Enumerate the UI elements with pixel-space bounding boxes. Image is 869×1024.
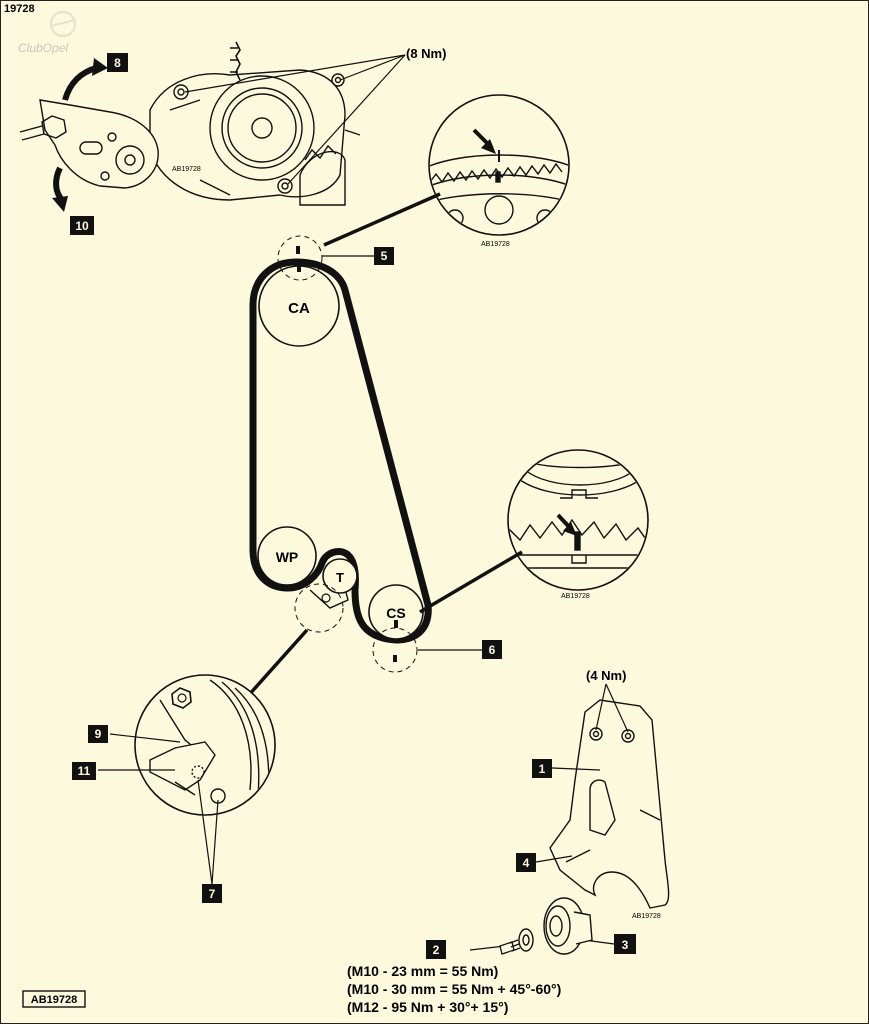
timing-marks (277, 235, 418, 673)
callout-8: 8 (107, 53, 128, 72)
hex-nut-icon (171, 687, 192, 709)
torque-cover-bolts: (4 Nm) (586, 668, 626, 683)
svg-text:3: 3 (622, 938, 629, 952)
svg-text:6: 6 (489, 643, 496, 657)
callout-9: 9 (88, 725, 108, 743)
svg-text:2: 2 (433, 943, 440, 957)
ref-code-cam: AB19728 (481, 241, 510, 248)
callout-5: 5 (374, 247, 394, 265)
watermark-logo-icon (50, 11, 76, 37)
torque-top-bolts: (8 Nm) (406, 46, 446, 61)
callout-2: 2 (426, 940, 446, 959)
callout-7: 7 (202, 884, 222, 903)
callout-6: 6 (482, 640, 502, 659)
leader-crank-detail (419, 550, 523, 614)
watermark-text: ClubOpel (18, 41, 68, 55)
svg-text:9: 9 (95, 727, 102, 741)
pointer-arrow-icon (472, 128, 496, 154)
torque-spec-line-3: (M12 - 95 Nm + 30°+ 15°) (347, 999, 508, 1015)
reference-code-box: AB19728 (22, 990, 86, 1008)
svg-text:10: 10 (75, 219, 89, 233)
cam-mark-detail (428, 94, 570, 236)
svg-text:1: 1 (539, 762, 546, 776)
reference-code-label: AB19728 (31, 994, 77, 1006)
bolt-part (499, 939, 521, 955)
camshaft-pulley: CA (258, 265, 340, 347)
ref-code-crank: AB19728 (561, 593, 590, 600)
leader-7 (197, 779, 219, 885)
ref-code-cover: AB19728 (632, 913, 661, 920)
water-pump-pulley: WP (257, 526, 317, 586)
ref-code-top: AB19728 (172, 166, 201, 173)
leader-tensioner-detail (246, 628, 309, 698)
timing-belt (249, 258, 432, 644)
svg-text:4: 4 (523, 856, 530, 870)
tensioner-pulley: T (309, 558, 358, 609)
crankshaft-pulley-label: CS (386, 605, 405, 621)
torque-spec-line-2: (M10 - 30 mm = 55 Nm + 45°-60°) (347, 981, 561, 997)
rotate-arrow-up-icon (62, 58, 108, 101)
leader-cam-detail (323, 192, 441, 247)
crankshaft-pulley: CS (368, 584, 424, 640)
water-pump-pulley-label: WP (276, 549, 299, 565)
svg-text:11: 11 (78, 764, 91, 778)
callout-3: 3 (614, 934, 636, 954)
leader-9 (109, 733, 181, 743)
callout-11: 11 (72, 762, 96, 780)
svg-text:7: 7 (209, 887, 216, 901)
crank-mark-detail (507, 449, 649, 591)
cover-leader-lines (469, 683, 629, 951)
svg-text:8: 8 (114, 56, 121, 70)
callout-10: 10 (70, 216, 94, 235)
svg-text:5: 5 (381, 249, 388, 263)
timing-cover-part (549, 699, 670, 909)
torque-spec-line-1: (M10 - 23 mm = 55 Nm) (347, 963, 498, 979)
crank-pulley-part (518, 897, 593, 955)
rotate-arrow-down-icon (52, 166, 68, 212)
callout-4: 4 (516, 853, 536, 872)
document-number: 19728 (4, 3, 35, 15)
top-detail-illustration (19, 41, 361, 206)
tensioner-lock-detail (134, 674, 276, 816)
torque-leader-lines (184, 54, 406, 185)
pointer-arrow-icon (556, 513, 577, 536)
tensioner-pulley-label: T (336, 570, 344, 585)
camshaft-pulley-label: CA (288, 300, 310, 317)
callout-1: 1 (532, 759, 552, 778)
